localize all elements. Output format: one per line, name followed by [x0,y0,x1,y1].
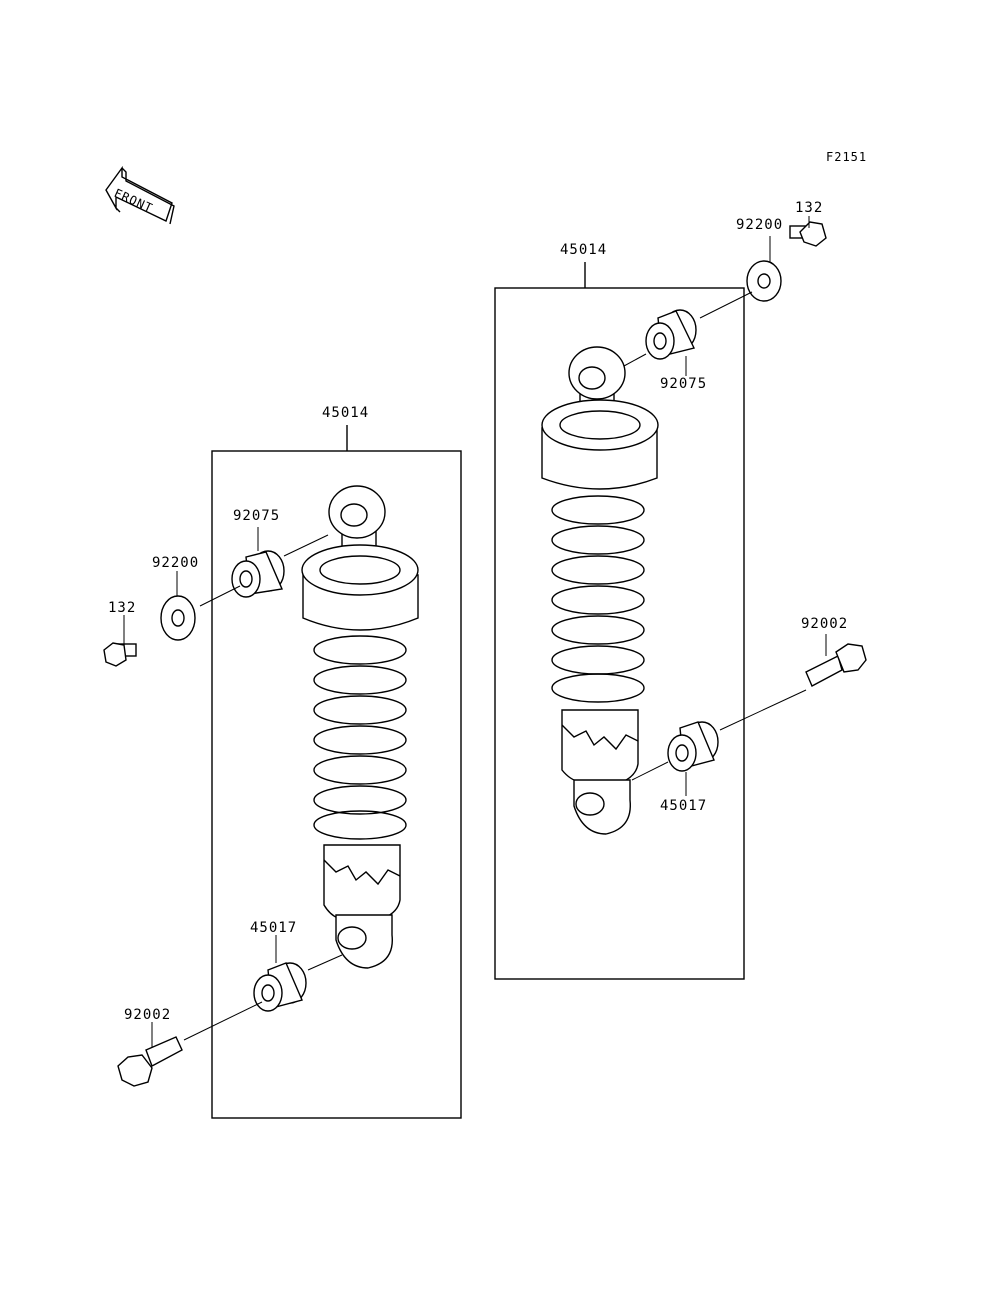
right-shock-absorber [541,346,659,835]
right-washer-label: 92200 [736,217,784,233]
figure-code: F2151 [826,150,868,164]
right-bushing-bottom-label: 45017 [660,798,708,814]
right-bolt-92002 [805,643,867,687]
right-bolt-top-label: 132 [795,200,824,216]
right-bushing-label: 92075 [660,376,708,392]
left-shock-absorber [301,485,419,969]
left-bushing-92075 [231,550,285,598]
left-bolt-132 [103,642,137,667]
right-bushing-45017 [667,721,719,772]
left-bolt-92002 [117,1036,183,1087]
left-bolt-top-label: 132 [108,600,137,616]
left-washer-92200 [160,595,196,641]
left-lead-lines [123,527,343,1048]
front-arrow-icon [105,165,175,225]
left-bolt-bottom-label: 92002 [124,1007,172,1023]
left-washer-label: 92200 [152,555,200,571]
right-lead-lines [623,216,827,796]
right-bushing-92075 [645,309,697,360]
right-assembly-label: 45014 [560,242,608,258]
right-bolt-bottom-label: 92002 [801,616,849,632]
left-bushing-bottom-label: 45017 [250,920,298,936]
right-assembly-box [494,262,745,980]
left-bushing-45017 [253,962,307,1012]
left-assembly-box [211,425,462,1119]
right-bolt-132 [789,221,827,247]
left-assembly-label: 45014 [322,405,370,421]
left-bushing-label: 92075 [233,508,281,524]
right-washer-92200 [746,260,782,302]
